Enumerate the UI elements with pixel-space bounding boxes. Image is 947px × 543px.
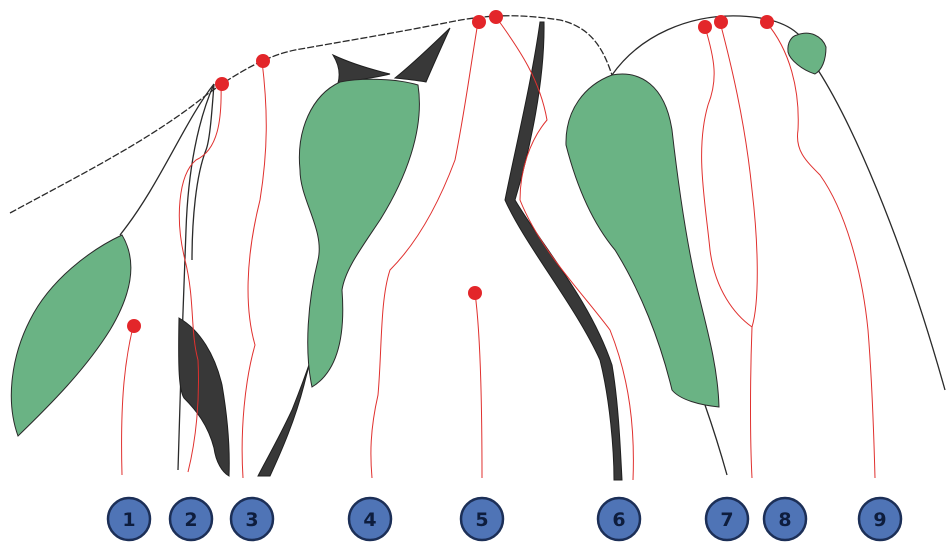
badge-label: 7 — [720, 509, 733, 531]
red-dot-1 — [127, 319, 141, 333]
badge-label: 8 — [778, 509, 791, 531]
red-path-9 — [766, 22, 875, 478]
stem-7 — [705, 405, 727, 475]
badge-1: 1 — [108, 498, 150, 540]
badge-6: 6 — [598, 498, 640, 540]
number-badges: 1 2 3 4 5 6 7 8 — [108, 498, 901, 540]
red-dot-2 — [215, 77, 229, 91]
red-paths — [122, 17, 875, 480]
red-path-3 — [242, 61, 266, 478]
badge-label: 3 — [245, 509, 258, 531]
leaf-6 — [566, 74, 719, 407]
red-path-5 — [475, 293, 482, 478]
badge-2: 2 — [170, 498, 212, 540]
red-dot-3 — [256, 54, 270, 68]
badge-7: 7 — [706, 498, 748, 540]
red-dot-4 — [472, 15, 486, 29]
red-dot-9 — [760, 15, 774, 29]
red-dot-7 — [698, 20, 712, 34]
dark-segment-top-right — [395, 28, 450, 82]
dark-segment-top-left — [333, 55, 390, 83]
badge-label: 6 — [612, 509, 625, 531]
red-dot-6 — [489, 10, 503, 24]
red-path-8 — [720, 22, 757, 478]
badge-5: 5 — [461, 498, 503, 540]
badge-label: 9 — [873, 509, 886, 531]
stem-to-leaf-1 — [120, 84, 214, 235]
badge-9: 9 — [859, 498, 901, 540]
dark-segment-2 — [179, 318, 230, 476]
badge-label: 2 — [184, 509, 197, 531]
badge-3: 3 — [231, 498, 273, 540]
badge-8: 8 — [764, 498, 806, 540]
red-path-1 — [122, 327, 133, 475]
leaf-1 — [11, 235, 131, 436]
badge-4: 4 — [349, 498, 391, 540]
badge-label: 4 — [363, 509, 376, 531]
leaf-4 — [299, 79, 419, 387]
badge-label: 5 — [475, 509, 488, 531]
leaf-9 — [788, 33, 826, 74]
red-path-7 — [702, 27, 752, 327]
red-dot-5 — [468, 286, 482, 300]
black-stems — [10, 16, 945, 475]
red-dot-8 — [714, 15, 728, 29]
badge-label: 1 — [122, 509, 135, 531]
